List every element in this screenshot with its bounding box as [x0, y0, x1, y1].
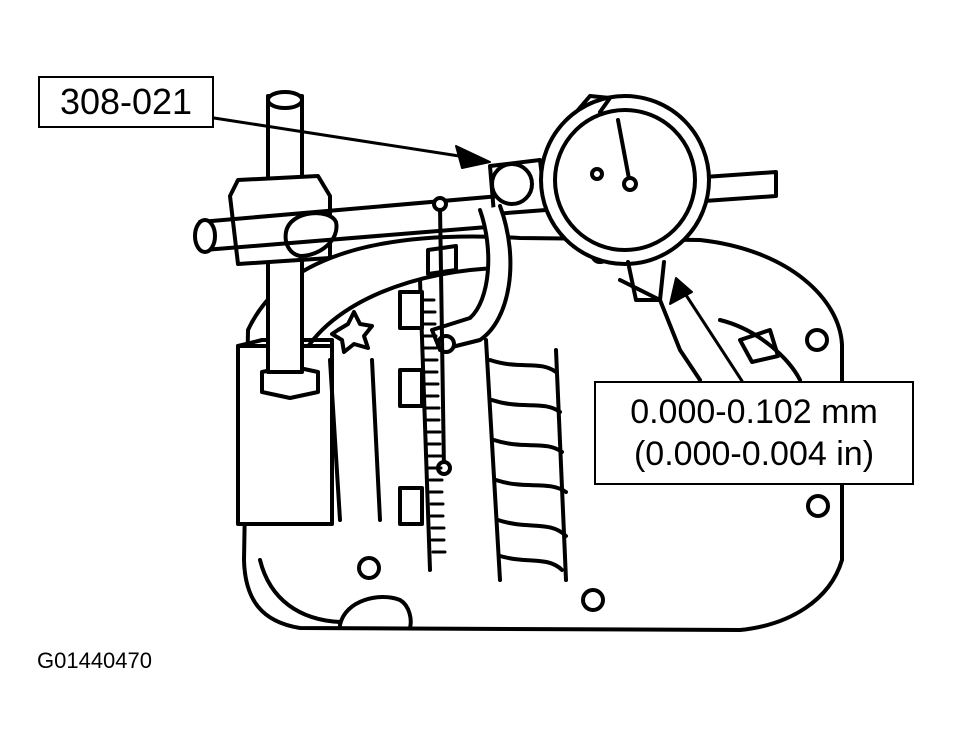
ring-gear-spiral-teeth: [488, 358, 568, 572]
plunger-guide: [426, 244, 458, 276]
housing-bolt-hole: [806, 494, 830, 518]
horizontal-rod: [198, 194, 502, 252]
carrier-bolt: [398, 290, 424, 330]
indicator-arm: [430, 204, 513, 352]
housing-bolt-hole: [805, 328, 829, 352]
runout-spec-callout: 0.000-0.102 mm (0.000-0.004 in): [594, 381, 914, 485]
dial-indicator-small-hole: [590, 167, 604, 181]
axle-shaft: [328, 358, 382, 522]
housing-bottom-flange: [258, 558, 342, 624]
housing-bolt-hole: [581, 588, 605, 612]
carrier-bolt: [398, 368, 424, 408]
ring-gear-body: [484, 338, 568, 582]
vertical-post-top: [266, 90, 304, 110]
torx-fastener: [330, 310, 374, 354]
carrier-bolt: [398, 486, 424, 526]
swivel-clamp: [490, 162, 534, 206]
spec-leader-arrow: [669, 277, 693, 305]
ring-gear-teeth: [420, 298, 447, 554]
dial-needle: [616, 118, 632, 186]
spec-leader-line: [682, 290, 744, 383]
tool-leader-arrow: [455, 145, 491, 169]
dial-needle-hub: [622, 176, 638, 192]
horizontal-rod-end: [193, 218, 217, 254]
tool-leader-line: [212, 116, 474, 160]
carrier-right-detail: [618, 278, 802, 382]
housing-bolt-hole: [357, 556, 381, 580]
spec-in-label: (0.000-0.004 in): [633, 435, 875, 473]
plunger-rod: [438, 204, 446, 472]
dial-stem-bottom: [626, 260, 666, 302]
tool-number-label: 308-021: [59, 81, 193, 122]
housing-lower-notch: [338, 595, 413, 630]
housing-outline: [242, 234, 844, 632]
carrier-right-tab: [738, 328, 780, 364]
spec-mm-label: 0.000-0.102 mm: [630, 392, 878, 431]
dial-bezel-tab: [576, 94, 612, 114]
figure-id-label: G01440470: [37, 648, 152, 673]
tool-number-callout: 308-021: [38, 76, 214, 128]
rod-right-extension: [688, 170, 778, 204]
plunger-tip-top: [432, 196, 448, 212]
